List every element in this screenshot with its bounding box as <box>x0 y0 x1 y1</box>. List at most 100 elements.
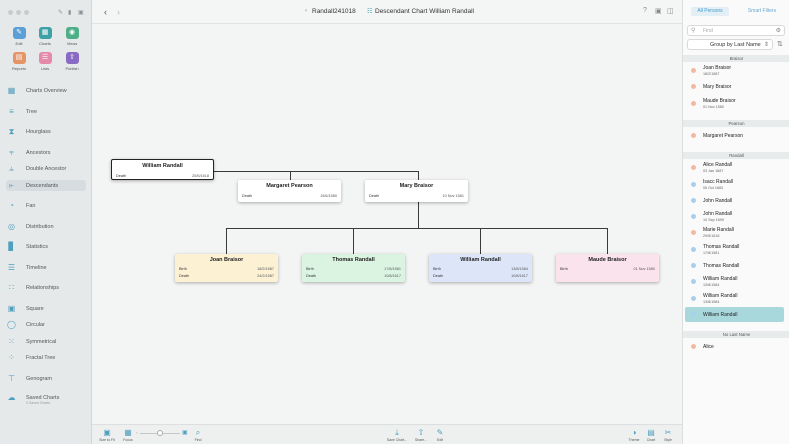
person-list-item[interactable]: Thomas Randall <box>685 258 784 273</box>
nav-item-label: Relationships <box>26 284 60 291</box>
event-label: Birth <box>306 267 314 271</box>
person-list-item[interactable]: Margaret Pearson <box>685 128 784 143</box>
help-icon[interactable]: ? <box>643 7 647 14</box>
search-icon: ⚲ <box>691 28 696 34</box>
zoom-slider-thumb[interactable] <box>157 430 163 436</box>
zoom-out-icon[interactable]: ▫ <box>136 430 138 435</box>
focus-button[interactable]: ▦Focus <box>116 428 140 442</box>
toolbar-edit-button[interactable]: ✎Edit <box>9 27 29 46</box>
zoom-window-button[interactable] <box>24 10 29 15</box>
person-list-item[interactable]: William Randall <box>685 306 784 322</box>
save-chart-icon: ⤓ <box>395 428 399 437</box>
group-by-select[interactable]: Group by Last Name ⇕ <box>687 39 773 50</box>
eye-icon: ◉ <box>65 27 79 39</box>
inspector-icon[interactable]: ▣ <box>655 8 662 15</box>
nav-item-timeline[interactable]: ☰Timeline <box>6 262 86 273</box>
nav-item-label: Distribution <box>26 223 54 230</box>
person-card-spouse[interactable]: Margaret Pearson Death 15/6/1580 <box>238 180 341 202</box>
tab-smart-filters[interactable]: Smart Filters <box>747 8 777 14</box>
nav-item-label: Charts Overview <box>26 87 67 94</box>
nav-item-square[interactable]: ▣Square <box>6 303 86 314</box>
square-icon: ▣ <box>7 304 16 313</box>
share-button[interactable]: ⇧Share... <box>409 428 433 442</box>
sidebar: ✎ ▮ ▣ ✎Edit ▦Charts ◉Views ▤Reports ☰Lists ⇧P… <box>0 0 92 444</box>
nav-item-fractal-tree[interactable]: ⁘Fractal Tree <box>6 352 86 363</box>
size-to-fit-button[interactable]: ▣Size to Fit <box>95 428 119 442</box>
toolbar-lists-button[interactable]: ☰Lists <box>35 52 55 71</box>
person-list-item[interactable]: Alice <box>685 339 784 354</box>
female-icon <box>691 100 696 106</box>
toolbar-label: Reports <box>11 66 26 71</box>
bookmark-icon[interactable]: ▮ <box>68 10 72 16</box>
descendants-icon: ⫦ <box>9 180 14 190</box>
theme-icon: ◑ <box>631 428 637 437</box>
search-field[interactable]: ⚲ Find ⚙ <box>687 25 785 36</box>
find-button[interactable]: ⌕Find <box>186 428 210 442</box>
nav-item-descendants[interactable]: ⫦Descendants <box>6 180 86 191</box>
person-list-date: 18/2/1587 <box>703 72 720 76</box>
sort-icon[interactable]: ⇅ <box>777 41 783 48</box>
button-label: Chart <box>646 438 656 442</box>
sidebar-toggle-icon[interactable]: ◫ <box>667 8 674 15</box>
forward-icon[interactable]: › <box>117 7 120 17</box>
window-icon[interactable]: ▣ <box>78 10 84 16</box>
toolbar-charts-button[interactable]: ▦Charts <box>35 27 55 46</box>
nav-item-charts-overview[interactable]: ▦Charts Overview <box>6 85 86 96</box>
nav-item-fan[interactable]: ◔Fan <box>6 200 86 211</box>
tab-all-persons[interactable]: All Persons <box>691 7 729 16</box>
person-list-item[interactable]: Mary Braisor <box>685 79 784 94</box>
connector-line <box>480 228 481 254</box>
back-icon[interactable]: ‹ <box>104 7 107 17</box>
nav-item-genogram[interactable]: ⊤Genogram <box>6 373 86 384</box>
toolbar-publish-button[interactable]: ⇧Publish <box>62 52 82 71</box>
nav-item-hourglass[interactable]: ⧗Hourglass <box>6 126 86 137</box>
person-card-root[interactable]: William Randall Death 25/5/1618 <box>111 159 214 180</box>
gear-icon[interactable]: ⚙ <box>775 28 781 34</box>
zoom-in-icon[interactable]: ▣ <box>182 430 188 436</box>
person-list-item[interactable]: John Randall <box>685 193 784 208</box>
person-card-spouse[interactable]: Mary Braisor Death 10 Nov 1581 <box>365 180 468 202</box>
nav-item-symmetrical[interactable]: ⁙Symmetrical <box>6 336 86 347</box>
chart-button[interactable]: ▤Chart <box>639 428 663 442</box>
nav-item-tree[interactable]: ≡Tree <box>6 106 86 117</box>
close-window-button[interactable] <box>8 10 13 15</box>
connector-line <box>290 171 291 180</box>
save-chart-button[interactable]: ⤓Save Chart... <box>385 428 409 442</box>
nav-item-ancestors[interactable]: ⫧Ancestors <box>6 147 86 158</box>
theme-button[interactable]: ◑Theme <box>622 428 646 442</box>
nav-item-distribution[interactable]: ◎Distribution <box>6 221 86 232</box>
database-name[interactable]: Randall241018 <box>312 8 356 15</box>
event-date: 10/8/1617 <box>384 274 401 278</box>
chart-canvas[interactable]: William Randall Death 25/5/1618 Margaret… <box>92 24 682 424</box>
person-list-date: 03 Jan 1687 <box>703 169 724 174</box>
toolbar-reports-button[interactable]: ▤Reports <box>9 52 29 71</box>
publish-icon: ⇧ <box>65 52 79 64</box>
edit-button[interactable]: ✎Edit <box>428 428 452 442</box>
attachment-icon[interactable]: ✎ <box>58 10 64 16</box>
nav-item-double-ancestor[interactable]: ⫨Double Ancestor <box>6 163 86 174</box>
toolbar-views-button[interactable]: ◉Views <box>62 27 82 46</box>
minimize-window-button[interactable] <box>16 10 21 15</box>
nav-item-relationships[interactable]: ∷Relationships <box>6 282 86 293</box>
person-list-name: John Randall <box>703 211 733 218</box>
nav-item-statistics[interactable]: ▊Statistics <box>6 241 86 252</box>
female-icon <box>691 84 696 90</box>
person-list-name: Isacc Randall <box>703 178 734 185</box>
female-icon <box>691 165 696 171</box>
nav-item-circular[interactable]: ◯Circular <box>6 319 86 330</box>
style-button[interactable]: ✂Style <box>656 428 680 442</box>
